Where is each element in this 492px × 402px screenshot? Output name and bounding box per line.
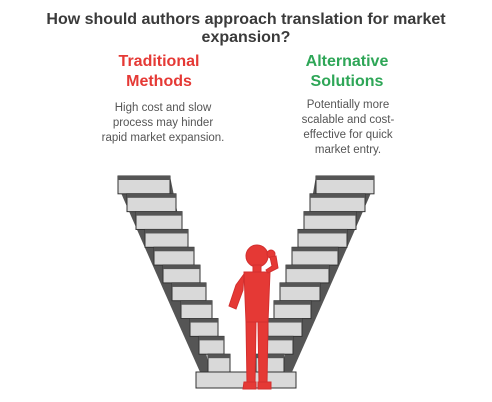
alternative-heading-line: Solutions: [310, 73, 384, 90]
stair-tread: [118, 176, 170, 180]
alternative-desc-line: Potentially more: [306, 99, 390, 111]
person-neck: [252, 264, 262, 273]
alternative-description: Potentially more scalable and cost- effe…: [283, 98, 413, 158]
stair-tread: [208, 354, 230, 359]
stair-tread: [304, 211, 356, 216]
traditional-desc-line: High cost and slow: [114, 102, 212, 114]
stair-tread: [172, 282, 206, 287]
person-right-leg: [257, 321, 269, 385]
stair-tread: [292, 247, 338, 252]
stair-tread: [199, 336, 224, 341]
person-left-foot: [242, 381, 257, 390]
stair-tread: [268, 318, 302, 323]
traditional-heading-line: Traditional: [118, 53, 200, 70]
person-left-arm: [228, 272, 245, 310]
person-torso: [243, 271, 271, 323]
person-left-leg: [245, 321, 257, 385]
stair-tread: [310, 193, 365, 198]
traditional-desc-line: process may hinder: [112, 117, 214, 129]
person-figure: [228, 244, 279, 390]
alternative-heading-line: Alternative: [305, 53, 389, 70]
traditional-desc-line: rapid market expansion.: [101, 132, 225, 144]
stair-tread: [154, 247, 194, 252]
alternative-solutions-heading: Alternative Solutions: [272, 52, 422, 92]
stair-tread: [145, 229, 188, 234]
stair-tread: [127, 193, 176, 198]
stair-tread: [181, 300, 212, 305]
left-staircase: [117, 175, 297, 389]
right-staircase: [255, 175, 375, 373]
stair-tread: [274, 300, 311, 305]
stair-tread: [280, 282, 320, 287]
stair-tread: [298, 229, 347, 234]
stair-tread: [316, 176, 374, 180]
traditional-methods-heading: Traditional Methods: [84, 52, 234, 92]
person-right-foot: [257, 381, 272, 390]
stair-tread: [136, 211, 182, 216]
stair-tread: [286, 265, 329, 270]
alternative-desc-line: market entry.: [314, 144, 382, 156]
alternative-desc-line: scalable and cost-: [301, 114, 395, 126]
stair-tread: [163, 265, 200, 270]
traditional-description: High cost and slow process may hinder ra…: [88, 101, 238, 146]
person-head: [245, 244, 269, 268]
person-right-arm: [265, 255, 279, 274]
stair-tread: [190, 318, 218, 323]
stair-tread: [262, 336, 293, 341]
page-title: How should authors approach translation …: [46, 11, 446, 46]
traditional-heading-line: Methods: [126, 73, 192, 90]
alternative-desc-line: effective for quick: [303, 129, 393, 141]
stair-tread: [256, 354, 284, 359]
